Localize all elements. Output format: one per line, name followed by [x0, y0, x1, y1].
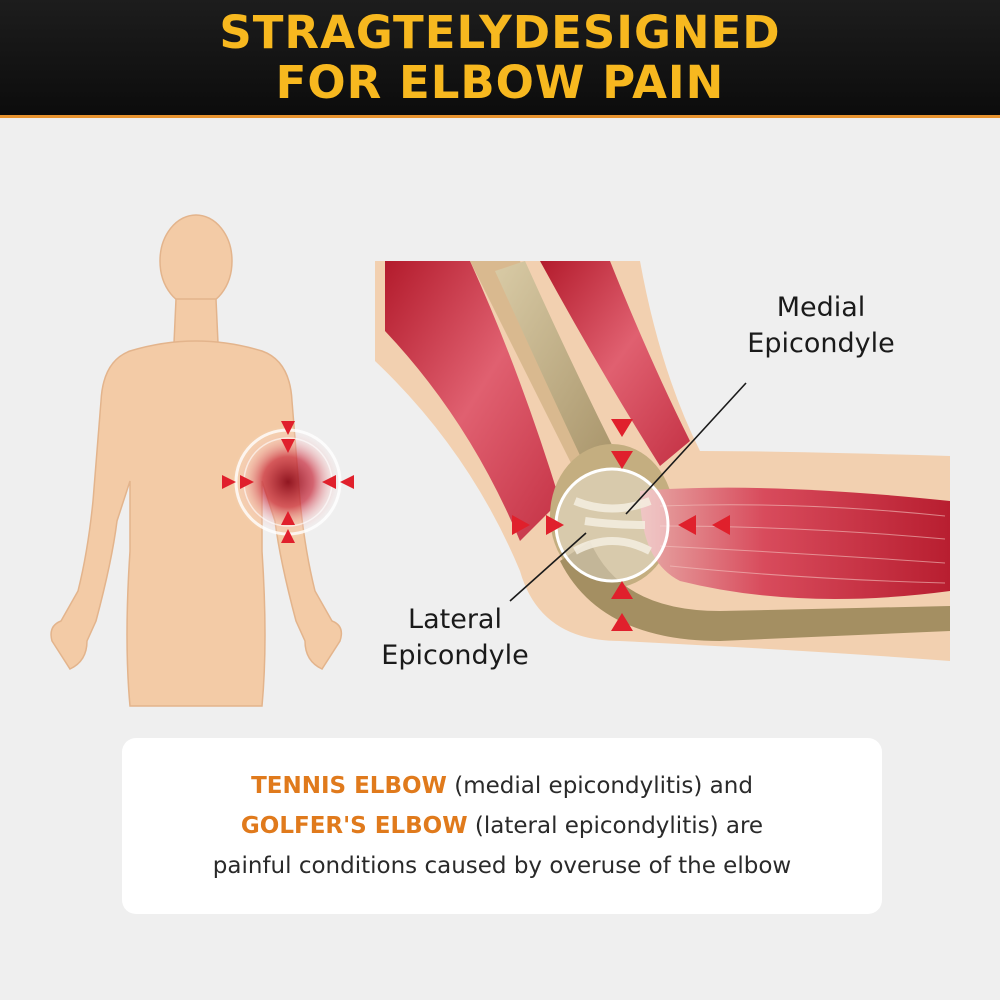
- caption-tennis-rest: (medial epicondylitis) and: [446, 773, 753, 799]
- header-banner: STRAGTELYDESIGNED FOR ELBOW PAIN: [0, 0, 1000, 118]
- lateral-label-line-2: Epicondyle: [381, 640, 529, 671]
- tennis-elbow-term: TENNIS ELBOW: [251, 773, 447, 799]
- caption-line-1: TENNIS ELBOW (medial epicondylitis) and: [251, 766, 753, 806]
- caption-line-3: painful conditions caused by overuse of …: [212, 853, 792, 879]
- red-arrow-icon: [222, 421, 354, 543]
- headline-line-2: FOR ELBOW PAIN: [275, 55, 725, 109]
- red-arrow-icon: [512, 419, 730, 631]
- headline-line-1: STRAGTELYDESIGNED: [219, 5, 781, 59]
- caption-line-2: GOLFER'S ELBOW (lateral epicondylitis) a…: [241, 806, 763, 846]
- caption-box: TENNIS ELBOW (medial epicondylitis) and …: [122, 738, 882, 914]
- elbow-illustration: [50, 214, 950, 707]
- medial-epicondyle-label: Medial Epicondyle: [716, 290, 926, 362]
- medial-label-line-2: Epicondyle: [747, 328, 895, 359]
- golfers-elbow-term: GOLFER'S ELBOW: [240, 813, 468, 839]
- lateral-epicondyle-label: Lateral Epicondyle: [350, 602, 560, 674]
- medial-label-line-1: Medial: [776, 292, 866, 323]
- caption-golfer-rest: (lateral epicondylitis) are: [467, 813, 764, 839]
- anatomy-arm: [375, 261, 950, 661]
- lateral-label-line-1: Lateral: [408, 604, 502, 635]
